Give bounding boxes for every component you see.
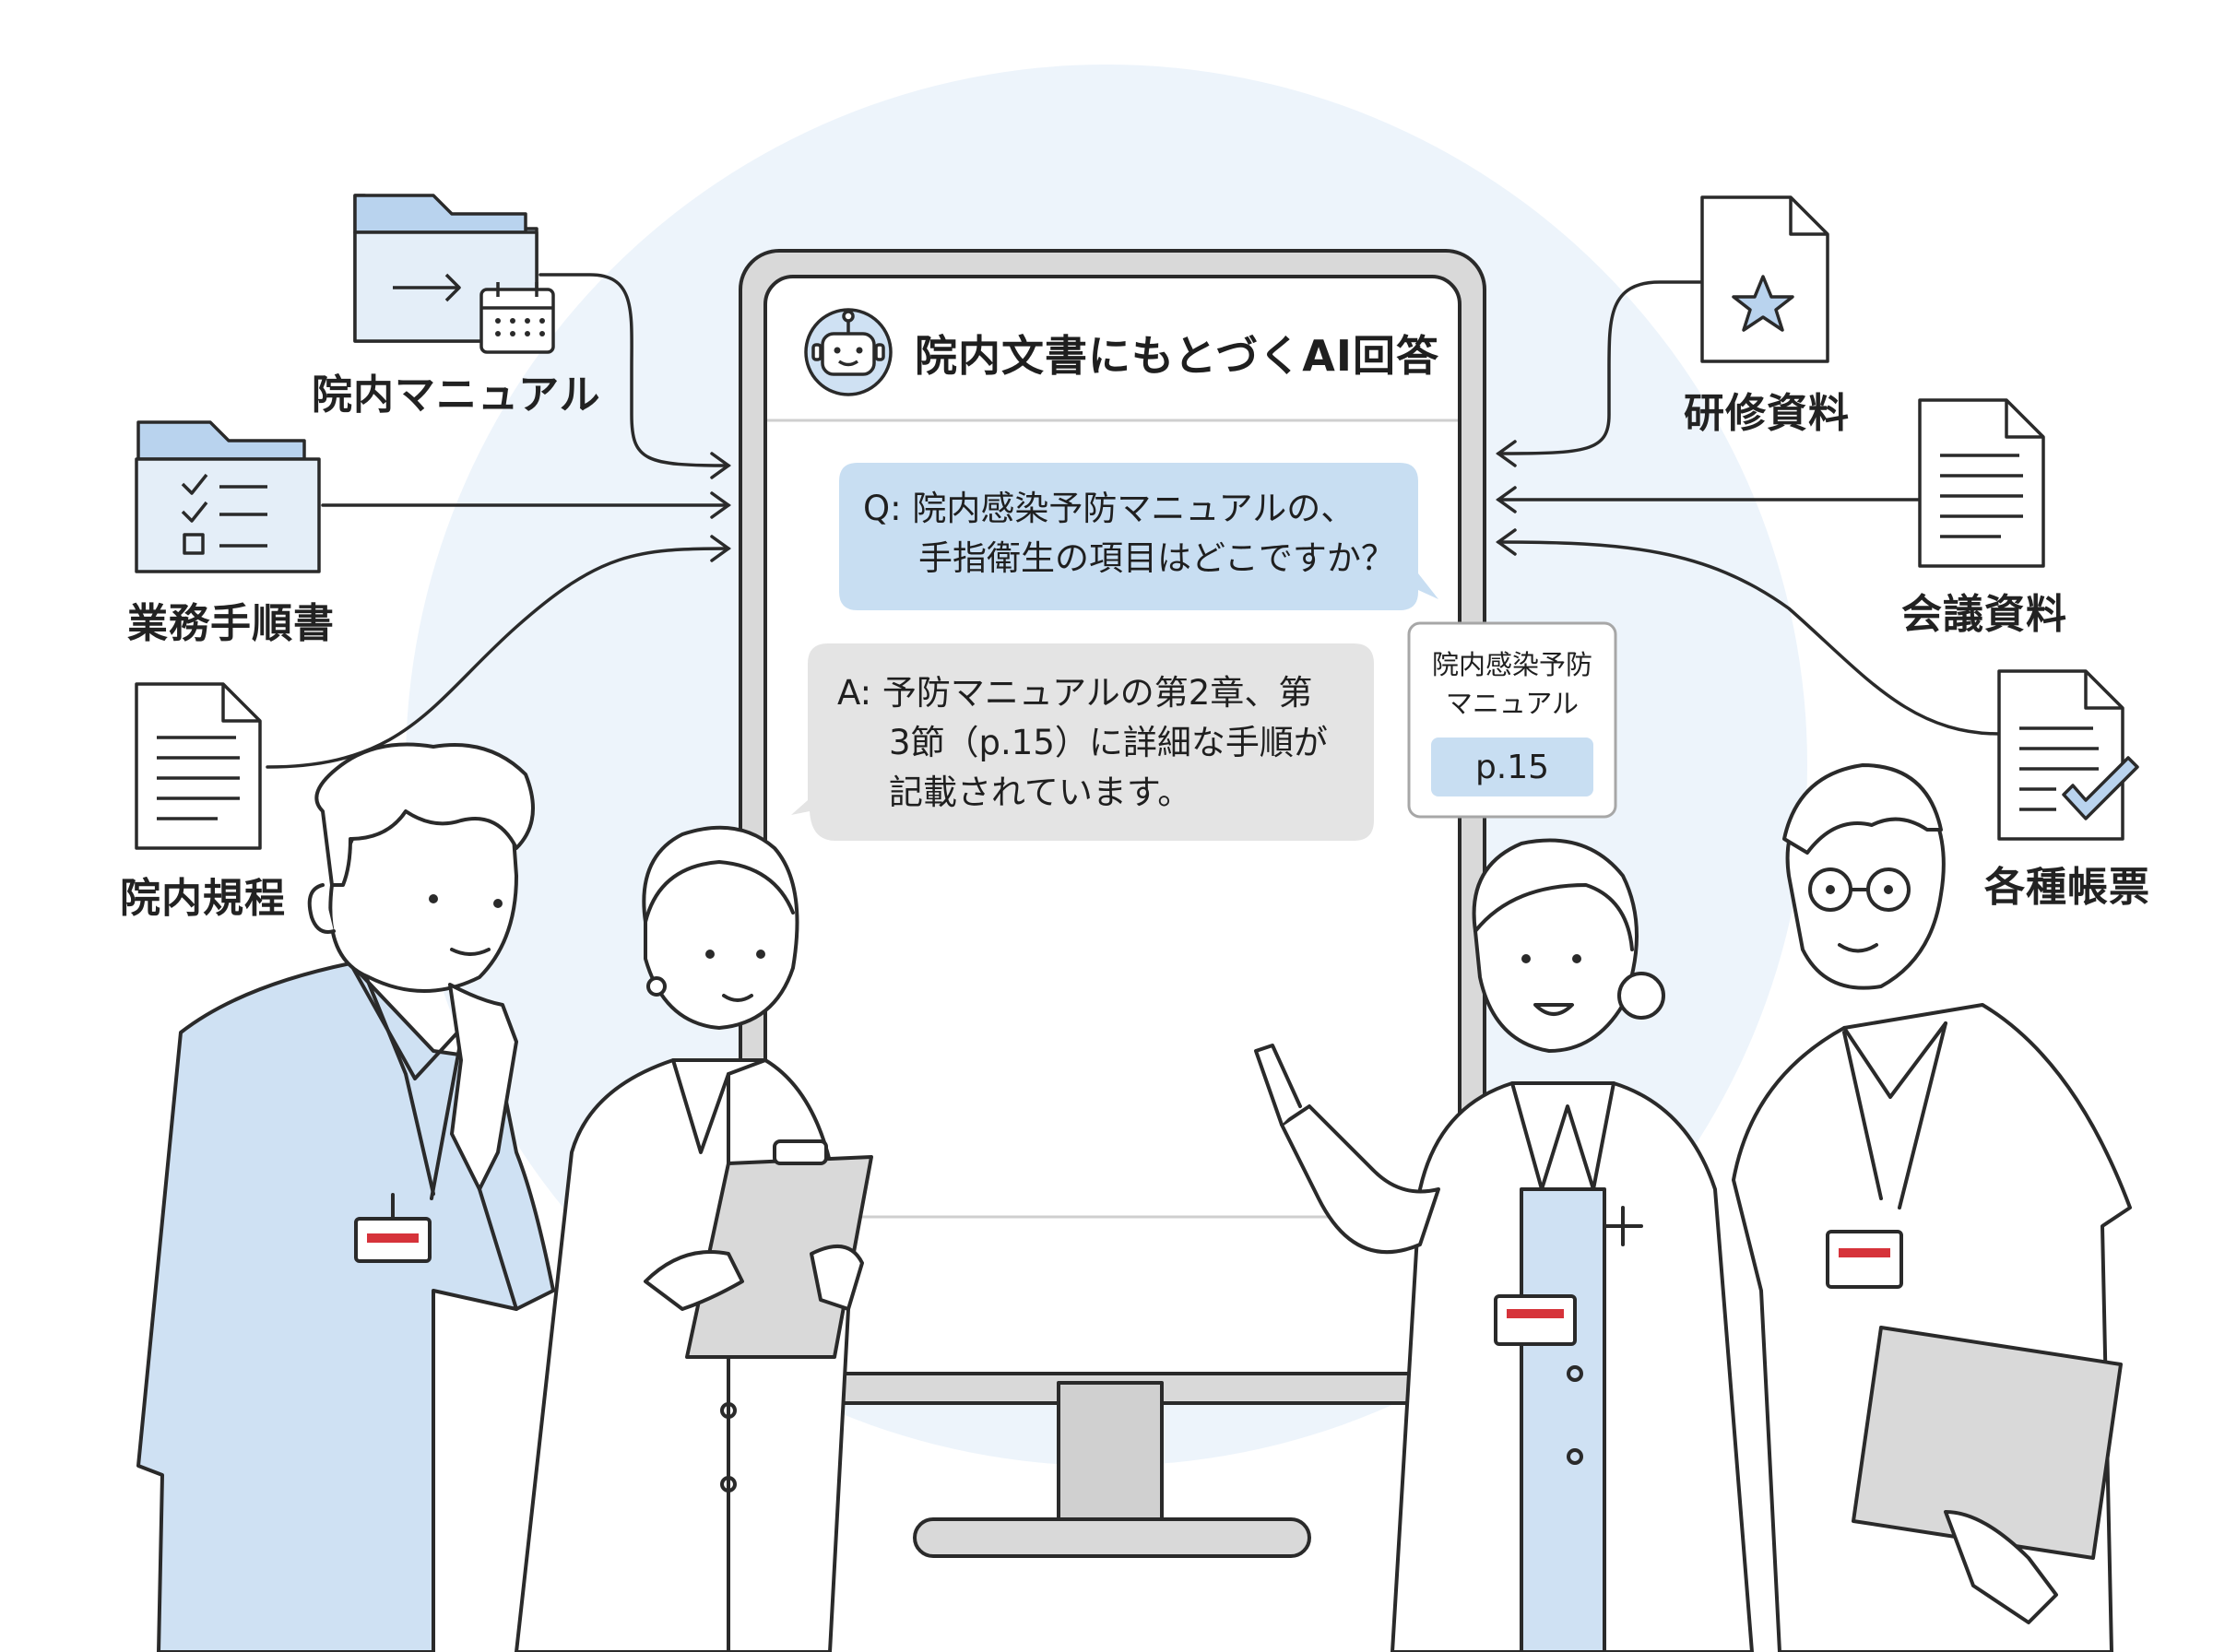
- citation-title: 院内感染予防 マニュアル: [1409, 645, 1615, 723]
- folder-calendar-icon: [353, 194, 555, 354]
- label-forms: 各種帳票: [1984, 864, 2150, 911]
- chat-title: 院内文書にもとづくAI回答: [915, 331, 1439, 381]
- arrowhead-right-2: [1496, 486, 1517, 513]
- monitor: [739, 249, 1486, 1558]
- arrowhead-right-3: [1496, 528, 1517, 556]
- document-icon-meeting: [1918, 398, 2045, 568]
- document-star-icon: [1700, 195, 1829, 363]
- arrowhead-left-1: [710, 452, 731, 479]
- answer-line-2: 3節（p.15）に詳細な手順が: [889, 723, 1328, 762]
- label-manual: 院内マニュアル: [312, 372, 601, 419]
- document-icon-regulations: [135, 682, 262, 850]
- connectors-right: [1496, 280, 2001, 736]
- person-pointing-doctor: [1254, 838, 1754, 1652]
- label-meeting: 会議資料: [1901, 591, 2067, 638]
- person-clipboard-woman: [515, 825, 873, 1652]
- citation-card: [1407, 621, 1617, 819]
- answer-line-1: A: 予防マニュアルの第2章、第: [837, 673, 1313, 713]
- answer-line-3: 記載されています。: [889, 773, 1192, 812]
- citation-title-line-2: マニュアル: [1445, 688, 1580, 719]
- person-glasses-man: [1732, 763, 2132, 1652]
- connector-manual: [538, 273, 730, 467]
- arrowhead-right-1: [1496, 440, 1517, 467]
- connector-forms: [1497, 540, 2001, 736]
- answer-bubble: [791, 643, 1374, 841]
- connector-training: [1497, 280, 1704, 455]
- monitor-neck: [1057, 1381, 1164, 1523]
- monitor-base: [913, 1517, 1311, 1558]
- label-procedures: 業務手順書: [127, 600, 335, 647]
- person-nurse-left: [136, 742, 555, 1652]
- citation-title-line-1: 院内感染予防: [1431, 649, 1592, 680]
- label-training: 研修資料: [1684, 390, 1850, 437]
- label-regulations: 院内規程: [120, 875, 286, 922]
- citation-page: p.15: [1474, 749, 1550, 786]
- question-line-1: Q: 院内感染予防マニュアルの、: [863, 489, 1355, 528]
- arrowhead-left-2: [710, 491, 731, 519]
- citation-page-chip: [1431, 738, 1593, 796]
- arrowhead-left-3: [710, 535, 731, 562]
- folder-checklist-icon: [135, 420, 321, 573]
- document-check-icon: [1997, 669, 2139, 841]
- robot-icon: [804, 308, 893, 396]
- question-bubble: [839, 463, 1438, 610]
- question-line-2: 手指衛生の項目はどこですか？: [918, 538, 1395, 578]
